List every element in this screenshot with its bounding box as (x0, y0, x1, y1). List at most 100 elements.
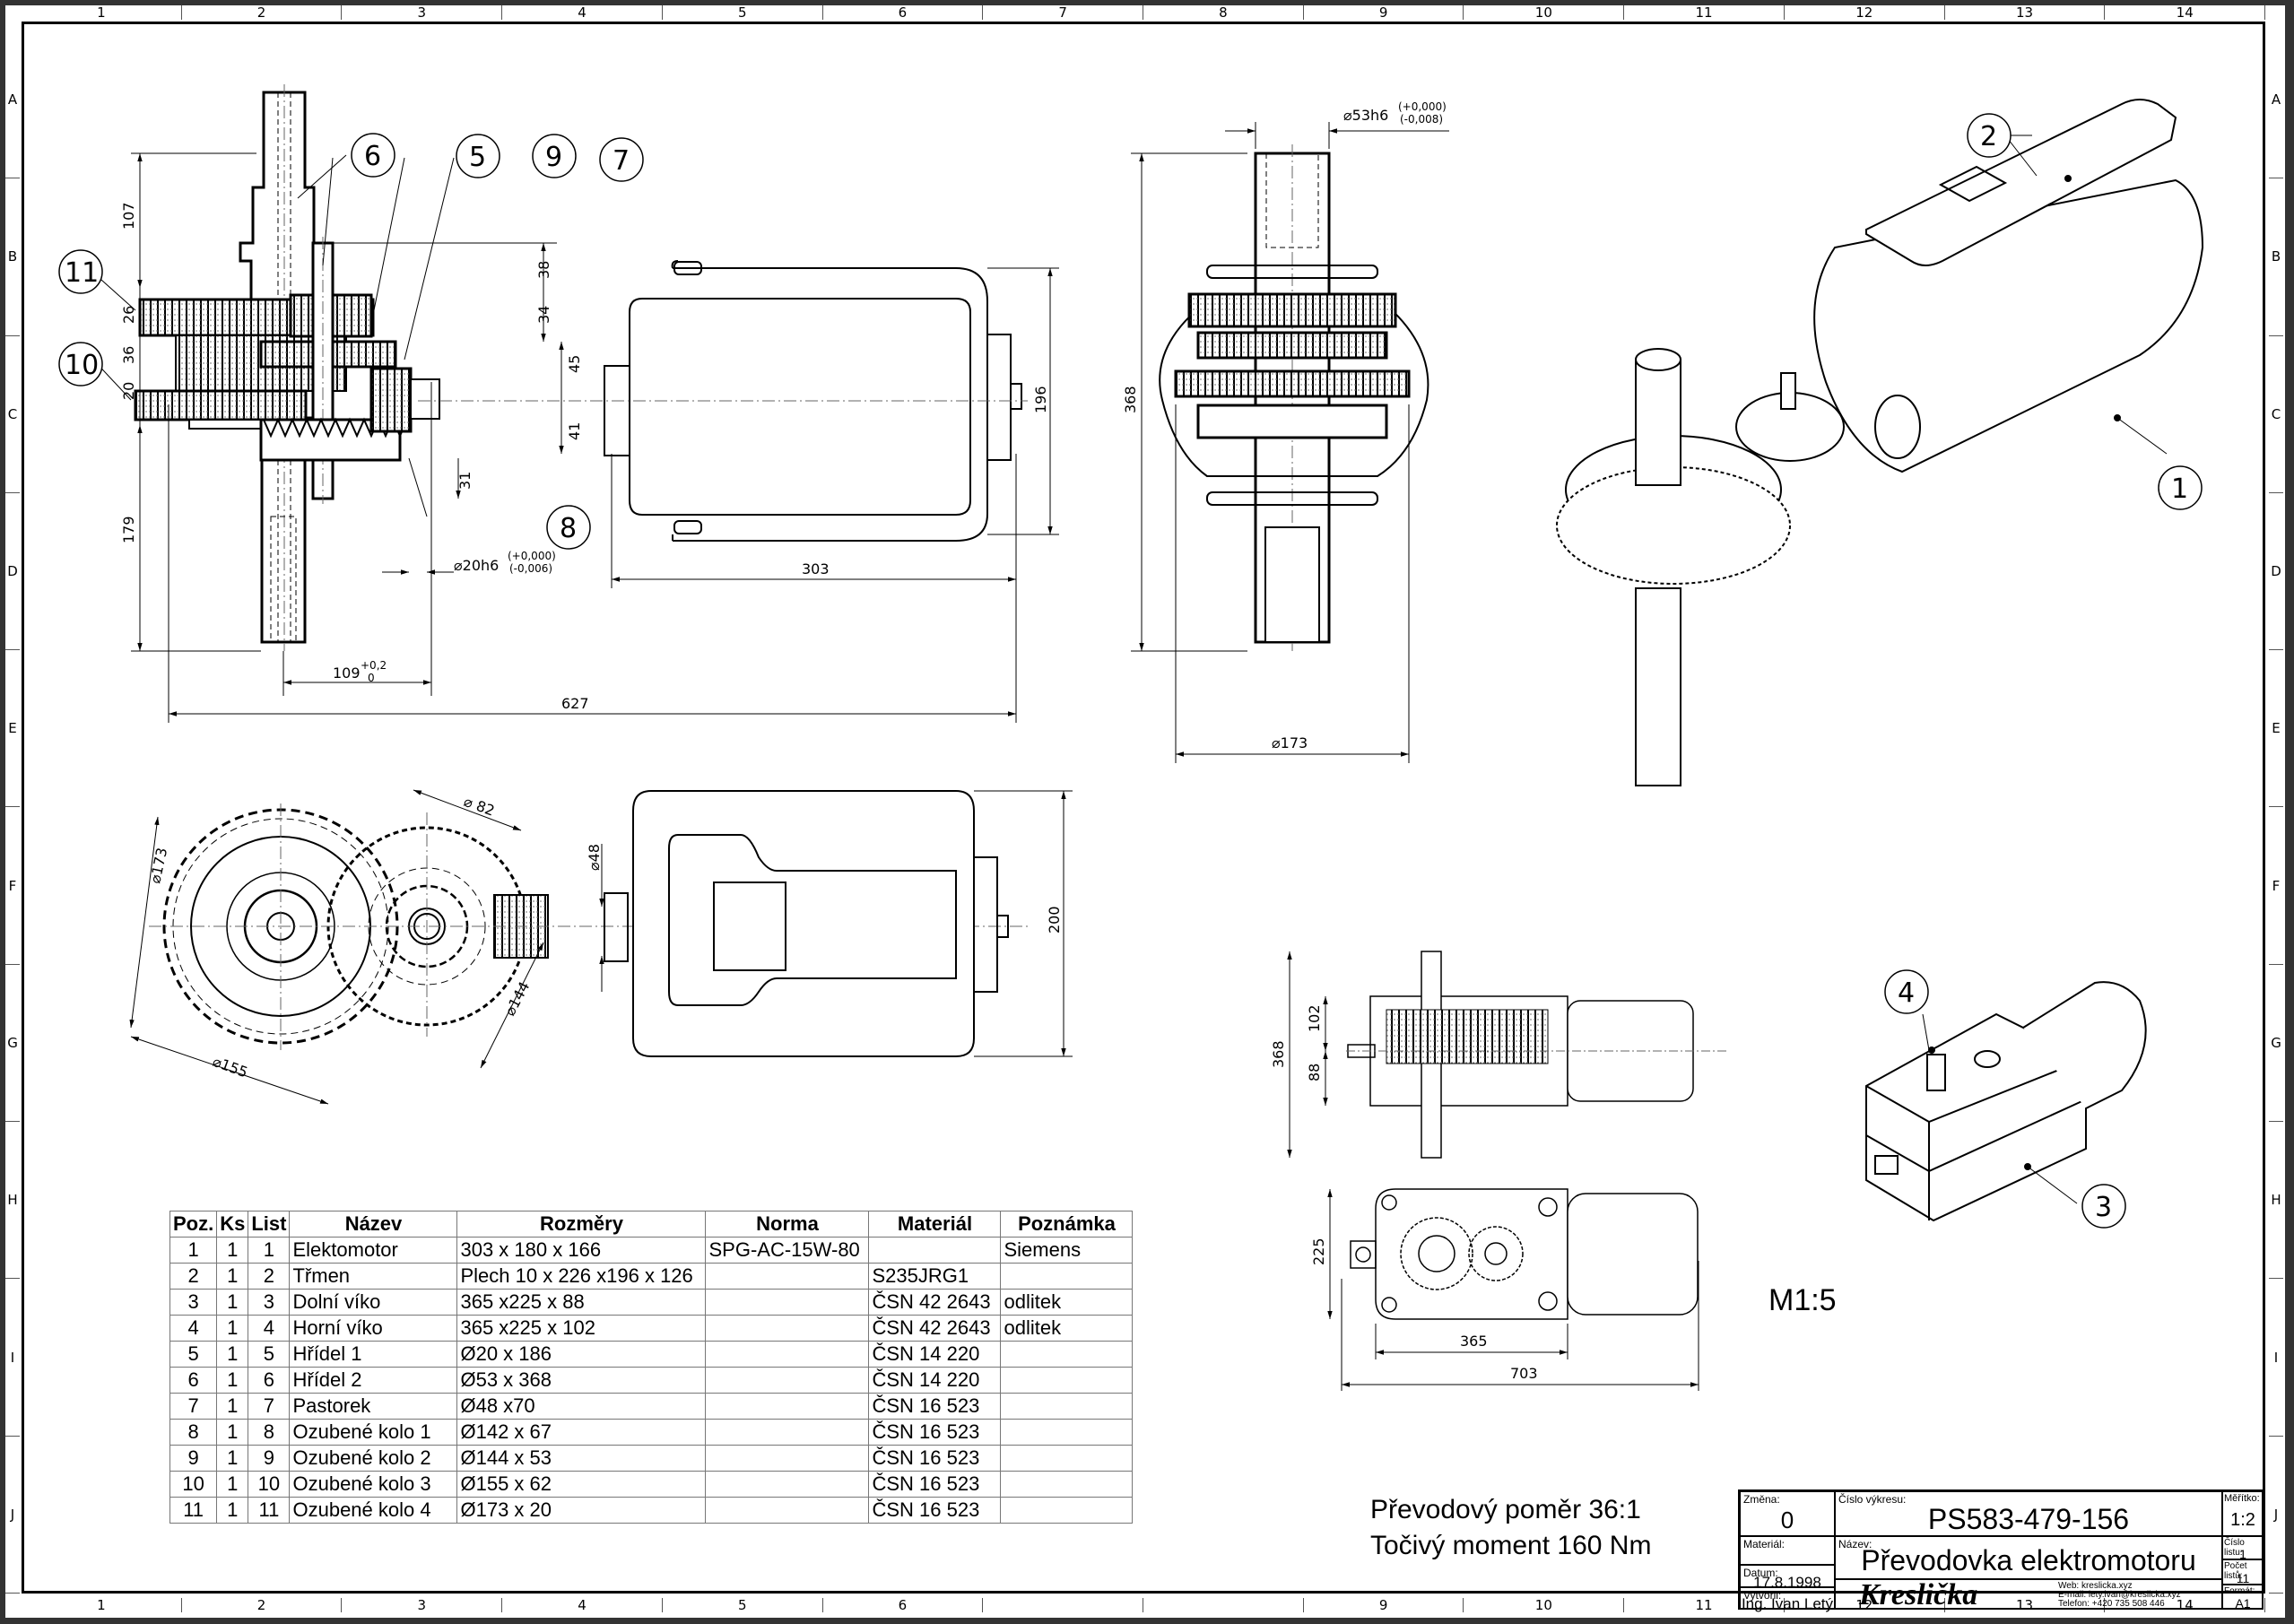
dim-shaft1-tol-upper: (+0,000) (508, 550, 556, 562)
iso-housing-labels: 4 3 (1898, 977, 2112, 1223)
zone-row-right-B: B (2269, 178, 2283, 336)
zone-col-bottom-9: 9 (1304, 1598, 1464, 1612)
zone-col-10: 10 (1464, 5, 1625, 20)
tb-sheet-number-value: 1 (2239, 1547, 2246, 1561)
balloon-10: 10 (65, 350, 99, 381)
bom-cell-norma (705, 1419, 870, 1446)
bom-header-row: Poz. Ks List Název Rozměry Norma Materiá… (169, 1211, 1134, 1238)
view-isometric-housing (1865, 969, 2147, 1229)
dim-asm-102: 102 (1306, 1004, 1323, 1032)
bom-cell-poznamka: Siemens (1000, 1237, 1134, 1264)
bom-cell-nazev: Horní víko (289, 1315, 458, 1342)
bom-cell-list: 9 (248, 1445, 291, 1472)
tb-format-label: Formát: (2224, 1586, 2255, 1596)
bom-cell-nazev: Dolní víko (289, 1289, 458, 1316)
bom-cell-poz: 5 (169, 1341, 218, 1368)
tb-change: Změna: 0 (1740, 1491, 1835, 1536)
bom-cell-material: ČSN 16 523 (868, 1497, 1002, 1524)
bom-cell-poz: 4 (169, 1315, 218, 1342)
dim-107: 107 (120, 202, 137, 230)
technical-notes: Převodový poměr 36:1 Točivý moment 160 N… (1370, 1492, 1651, 1564)
zone-row-left-C: C (5, 336, 20, 493)
iso-gears (1556, 348, 1845, 786)
dim-axis-distance: 109 (333, 664, 361, 682)
bom-cell-norma (705, 1263, 870, 1290)
bom-cell-poz: 9 (169, 1445, 218, 1472)
tb-scale-label: Měřítko: (2224, 1493, 2260, 1504)
pinion-7-section (369, 367, 413, 433)
zone-row-right-C: C (2269, 336, 2283, 493)
company-contact: Web: kreslicka.xyz E-mail: lety.ivan@kre… (2058, 1582, 2181, 1609)
bom-cell-norma (705, 1497, 870, 1524)
tb-author: Vytvořil: Ing. Ivan Letý (1740, 1587, 1835, 1612)
tb-company: Kreslička Web: kreslicka.xyz E-mail: let… (1835, 1578, 2222, 1611)
motor-top (604, 790, 1009, 1057)
zone-row-left-J: J (5, 1437, 20, 1594)
dim-179: 179 (120, 516, 137, 543)
dim-gear-82: ⌀ 82 (462, 793, 497, 820)
bom-cell-nazev: Třmen (289, 1263, 458, 1290)
bom-cell-poz: 6 (169, 1367, 218, 1394)
dim-asm-88: 88 (1306, 1064, 1323, 1081)
dim-shaft2-tol-lower: (-0,008) (1400, 113, 1443, 126)
tb-title: Název: Převodovka elektromotoru (1835, 1536, 2222, 1579)
bom-cell-nazev: Hřídel 1 (289, 1341, 458, 1368)
bom-cell-ks: 1 (216, 1445, 249, 1472)
dim-36: 36 (120, 346, 137, 364)
bom-header-ks: Ks (216, 1211, 249, 1238)
dim-shaft2-tol-upper: (+0,000) (1398, 100, 1447, 113)
bom-cell-list: 3 (248, 1289, 291, 1316)
tb-material: Materiál: (1740, 1536, 1835, 1565)
bom-cell-nazev: Elektomotor (289, 1237, 458, 1264)
zone-col-bottom-5: 5 (663, 1598, 823, 1612)
zone-col-bottom-1: 1 (22, 1598, 182, 1612)
front-section-labels: 6 5 9 7 11 10 8 107 26 36 20 179 38 34 4… (65, 141, 1049, 712)
bom-cell-nazev: Ozubené kolo 1 (289, 1419, 458, 1446)
zone-col-12: 12 (1785, 5, 1945, 20)
bom-cell-poznamka (1000, 1341, 1134, 1368)
bom-cell-poznamka (1000, 1445, 1134, 1472)
scale-mark: M1:5 (1768, 1283, 1837, 1317)
zone-row-left-A: A (5, 22, 20, 179)
gear-ratio-note: Převodový poměr 36:1 (1370, 1495, 1641, 1524)
bom-cell-ks: 1 (216, 1393, 249, 1420)
company-logo: Kreslička (1859, 1578, 1978, 1611)
tb-sheet-number-label: Číslo listu: (2224, 1538, 2245, 1558)
bom-cell-material: ČSN 16 523 (868, 1445, 1002, 1472)
zone-col-5: 5 (663, 5, 823, 20)
tb-format-value: A1 (2235, 1596, 2251, 1611)
tb-sheet-count-value: 11 (2236, 1571, 2250, 1585)
bom-cell-ks: 1 (216, 1315, 249, 1342)
bom-cell-norma (705, 1393, 870, 1420)
bom-cell-norma: SPG-AC-15W-80 (705, 1237, 870, 1264)
dim-motor-height: 196 (1032, 386, 1049, 413)
bom-cell-rozmery: Ø53 x 368 (456, 1367, 707, 1394)
zone-row-left-B: B (5, 178, 20, 336)
balloon-8: 8 (560, 513, 577, 544)
bom-cell-list: 1 (248, 1237, 291, 1264)
zone-col-bottom-11: 11 (1624, 1598, 1785, 1612)
view-isometric-assembly (1556, 99, 2204, 786)
zone-row-left-I: I (5, 1279, 20, 1437)
zone-col-2: 2 (182, 5, 343, 20)
bom-cell-list: 6 (248, 1367, 291, 1394)
bom-cell-poz: 10 (169, 1471, 218, 1498)
bom-header-norma: Norma (705, 1211, 870, 1238)
tb-author-value: Ing. Ivan Letý (1741, 1595, 1834, 1612)
tb-title-value: Převodovka elektromotoru (1861, 1544, 2196, 1576)
balloon-4: 4 (1898, 977, 1915, 1009)
zone-col-6: 6 (823, 5, 984, 20)
drawing-canvas: 6 5 9 7 11 10 8 107 26 36 20 179 38 34 4… (58, 84, 2204, 1391)
company-phone: Telefon: +420 735 508 446 (2058, 1599, 2165, 1609)
zone-row-left-G: G (5, 965, 20, 1123)
dim-overall-length: 627 (561, 695, 589, 712)
view-front-section (58, 84, 1059, 723)
torque-note: Točivý moment 160 Nm (1370, 1531, 1652, 1560)
zone-col-9: 9 (1304, 5, 1464, 20)
tb-drawing-number-value: PS583-479-156 (1927, 1503, 2130, 1535)
bom-cell-rozmery: Ø144 x 53 (456, 1445, 707, 1472)
zone-row-left-E: E (5, 650, 20, 808)
